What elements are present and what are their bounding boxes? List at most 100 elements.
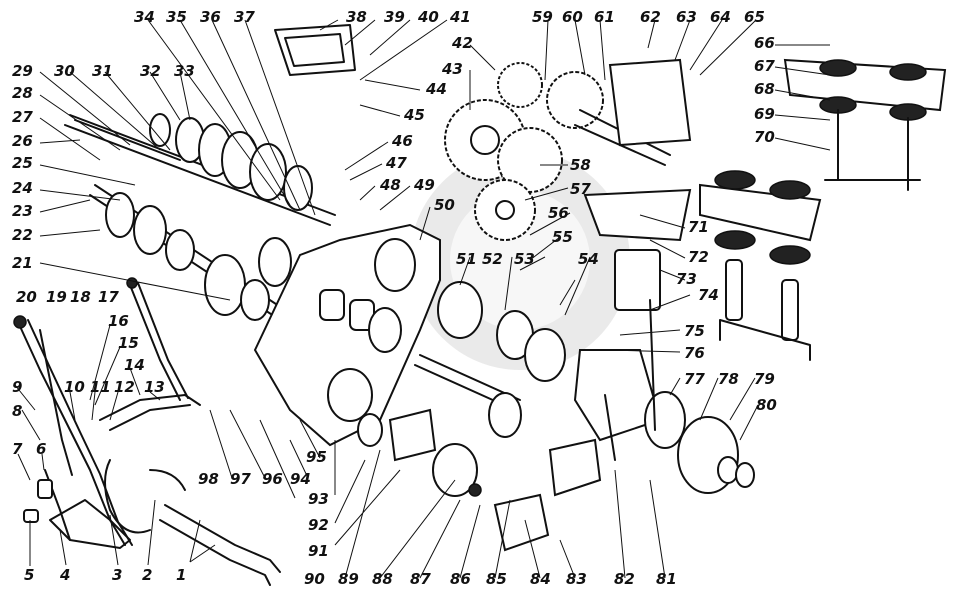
callout-38: 38 <box>346 8 367 26</box>
callout-27: 27 <box>12 108 33 126</box>
callout-93: 93 <box>308 490 329 508</box>
callout-55: 55 <box>552 228 573 246</box>
callout-61: 61 <box>594 8 615 26</box>
callout-97: 97 <box>230 470 251 488</box>
callout-42: 42 <box>451 34 473 52</box>
callout-51: 51 <box>456 250 477 268</box>
callout-10: 10 <box>64 378 85 396</box>
callout-52: 52 <box>482 250 503 268</box>
callout-8: 8 <box>12 402 22 420</box>
callout-24: 24 <box>12 179 33 197</box>
callout-35: 35 <box>166 8 187 26</box>
callout-96: 96 <box>262 470 283 488</box>
callout-70: 70 <box>754 128 775 146</box>
callout-74: 74 <box>698 286 719 304</box>
callout-44: 44 <box>425 80 447 98</box>
callout-86: 86 <box>450 570 471 588</box>
callout-88: 88 <box>372 570 393 588</box>
callout-18: 18 <box>70 288 91 306</box>
callout-84: 84 <box>530 570 551 588</box>
callout-26: 26 <box>12 132 33 150</box>
callout-15: 15 <box>118 334 139 352</box>
callout-4: 4 <box>59 566 70 584</box>
callout-94: 94 <box>290 470 311 488</box>
callout-39: 39 <box>384 8 405 26</box>
callout-60: 60 <box>562 8 583 26</box>
callout-9: 9 <box>12 378 22 396</box>
callout-19: 19 <box>46 288 67 306</box>
callout-43: 43 <box>441 60 463 78</box>
output-shaft-assembly <box>357 281 755 552</box>
callout-12: 12 <box>114 378 135 396</box>
callout-66: 66 <box>754 34 775 52</box>
callout-48: 48 <box>379 176 401 194</box>
lower-shaft-assembly <box>89 184 292 321</box>
callout-75: 75 <box>684 322 705 340</box>
callout-98: 98 <box>198 470 219 488</box>
callout-7: 7 <box>12 440 23 458</box>
callout-58: 58 <box>570 156 591 174</box>
callout-76: 76 <box>684 344 705 362</box>
callout-82: 82 <box>614 570 635 588</box>
callout-37: 37 <box>234 8 255 26</box>
callout-90: 90 <box>304 570 325 588</box>
callout-56: 56 <box>548 204 569 222</box>
callout-80: 80 <box>756 396 777 414</box>
callout-30: 30 <box>54 62 75 80</box>
callout-87: 87 <box>410 570 431 588</box>
callout-49: 49 <box>413 176 435 194</box>
callout-17: 17 <box>98 288 119 306</box>
callout-40: 40 <box>417 8 439 26</box>
callout-54: 54 <box>578 250 599 268</box>
gearbox-housing <box>253 24 441 447</box>
callout-1: 1 <box>176 566 186 584</box>
callout-22: 22 <box>12 226 33 244</box>
callout-13: 13 <box>144 378 165 396</box>
callout-73: 73 <box>676 270 697 288</box>
callout-81: 81 <box>656 570 677 588</box>
callout-91: 91 <box>308 542 329 560</box>
callout-25: 25 <box>12 154 33 172</box>
callout-69: 69 <box>754 105 775 123</box>
callout-64: 64 <box>710 8 731 26</box>
callout-20: 20 <box>16 288 37 306</box>
callout-41: 41 <box>449 8 471 26</box>
callout-92: 92 <box>308 516 329 534</box>
callout-45: 45 <box>403 106 425 124</box>
callout-72: 72 <box>688 248 709 266</box>
callout-28: 28 <box>12 84 33 102</box>
callout-47: 47 <box>385 154 407 172</box>
leader-lines <box>14 19 831 579</box>
callout-23: 23 <box>12 202 33 220</box>
callout-83: 83 <box>566 570 587 588</box>
callout-57: 57 <box>570 180 591 198</box>
callout-63: 63 <box>676 8 697 26</box>
upper-shaft-assembly <box>64 113 336 226</box>
callout-85: 85 <box>486 570 507 588</box>
callout-29: 29 <box>12 62 33 80</box>
callout-79: 79 <box>754 370 775 388</box>
callout-6: 6 <box>36 440 46 458</box>
callout-53: 53 <box>514 250 535 268</box>
callout-11: 11 <box>90 378 111 396</box>
callout-77: 77 <box>684 370 705 388</box>
callout-3: 3 <box>112 566 122 584</box>
gear-cluster <box>444 58 692 241</box>
callout-31: 31 <box>92 62 113 80</box>
callout-2: 2 <box>142 566 152 584</box>
callout-14: 14 <box>124 356 145 374</box>
callout-labels: 1 2 3 4 5 6 7 8 9 10 11 12 13 14 15 16 1… <box>12 8 777 588</box>
callout-67: 67 <box>754 57 775 75</box>
callout-95: 95 <box>306 448 327 466</box>
callout-21: 21 <box>12 254 33 272</box>
callout-68: 68 <box>754 80 775 98</box>
callout-78: 78 <box>718 370 739 388</box>
callout-34: 34 <box>134 8 155 26</box>
callout-33: 33 <box>174 62 195 80</box>
callout-65: 65 <box>744 8 765 26</box>
callout-89: 89 <box>338 570 359 588</box>
callout-32: 32 <box>140 62 161 80</box>
callout-16: 16 <box>108 312 129 330</box>
callout-46: 46 <box>391 132 413 150</box>
